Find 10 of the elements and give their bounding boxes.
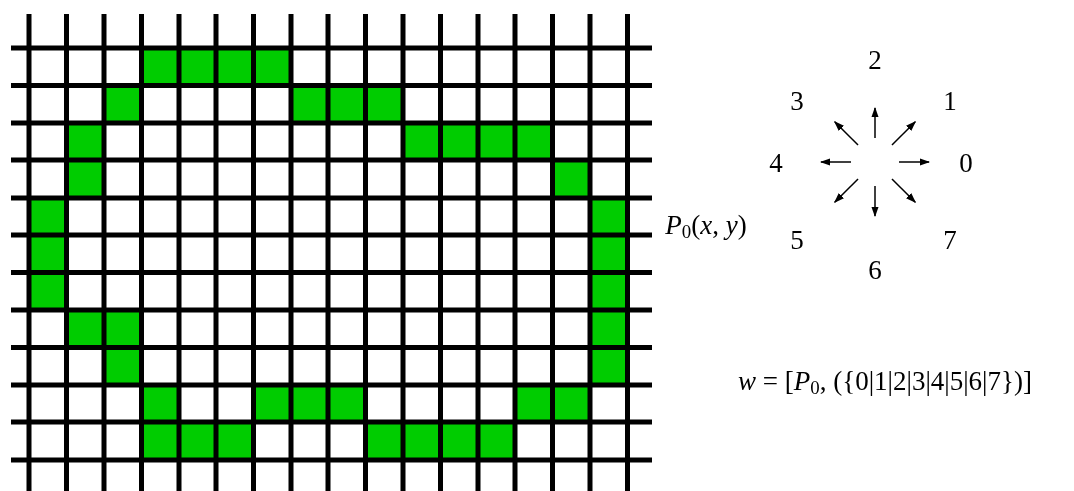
formula-text: w = [P$_{0}$, ({0|1|2|3|4|5|6|7})] [738, 367, 1032, 395]
direction-number: 3 [790, 87, 804, 115]
direction-number: 6 [868, 256, 882, 284]
direction-number: 2 [868, 46, 882, 74]
direction-number: 4 [769, 149, 783, 177]
direction-number: 7 [943, 226, 957, 254]
formula-text: P$_{0}$(x, y) [665, 211, 747, 239]
direction-number: 5 [790, 226, 804, 254]
direction-number: 0 [959, 149, 973, 177]
direction-number: 1 [943, 87, 957, 115]
